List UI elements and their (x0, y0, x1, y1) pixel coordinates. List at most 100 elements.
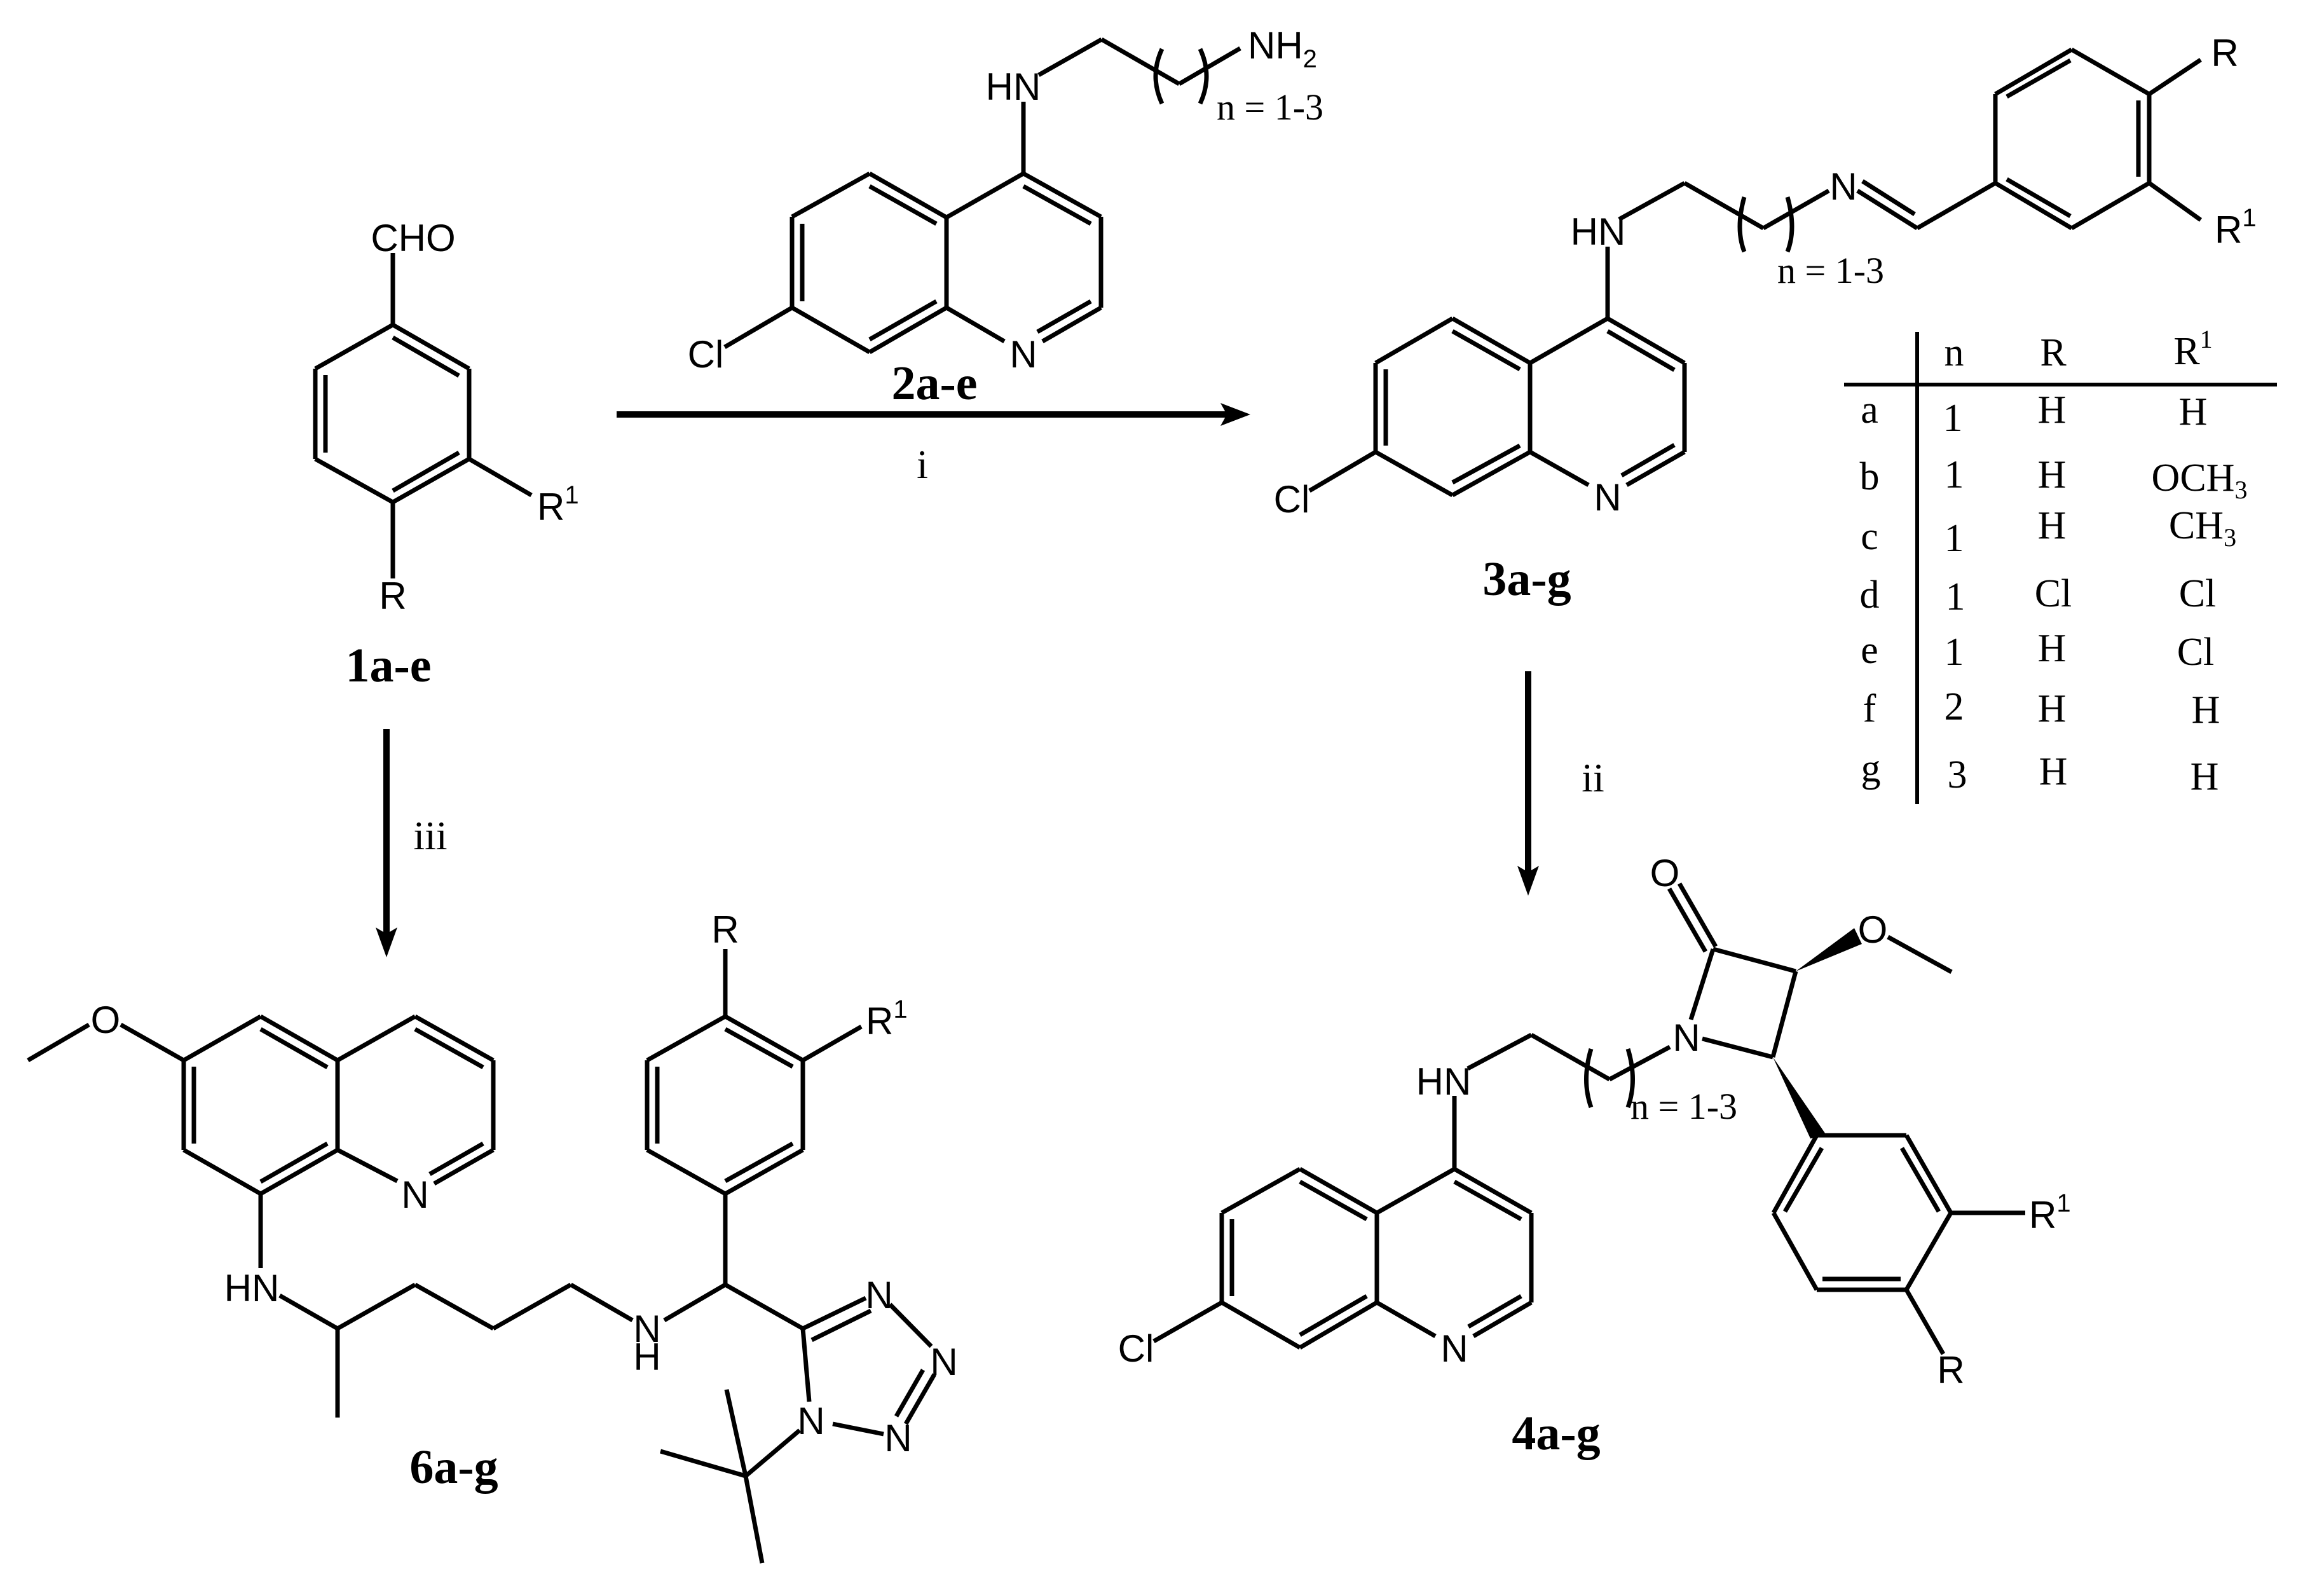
compound-label-6a-g: 6a-g (409, 1440, 498, 1494)
wedge-bond-methoxy (1796, 928, 1862, 971)
imine-n: N (1829, 165, 1857, 208)
chloro-group: Cl (688, 333, 724, 376)
row-n: 2 (1945, 685, 1964, 728)
row-r1: OCH3 (2152, 456, 2248, 504)
compound-label-4a-g: 4a-g (1512, 1407, 1600, 1460)
compound-label-1a-e: 1a-e (345, 639, 431, 692)
n-range-label: n = 1-3 (1630, 1086, 1737, 1127)
table-row: f 2 H H (1863, 685, 2220, 732)
row-id: d (1860, 573, 1880, 617)
row-n: 1 (1945, 453, 1964, 496)
row-r1: H (2191, 755, 2219, 798)
arrowhead-icon (376, 927, 397, 957)
r-substituent: R (379, 575, 406, 617)
quinoline-n: N (1440, 1327, 1468, 1370)
quinoline-n: N (401, 1173, 428, 1216)
tetrazole-n4: N (865, 1274, 892, 1316)
row-id: f (1863, 687, 1876, 730)
r-substituent: R (711, 908, 739, 951)
compound-1a-e: CHO R1 R 1a-e (313, 217, 579, 692)
table-header-r: R (2040, 331, 2067, 374)
tetrazole-n3: N (930, 1341, 957, 1383)
table-header-n: n (1945, 331, 1964, 374)
condition-ii: ii (1582, 755, 1604, 800)
table-row: e 1 H Cl (1861, 627, 2214, 674)
n-range-label: n = 1-3 (1777, 250, 1884, 291)
table-row: g 3 H H (1861, 747, 2219, 798)
tetrazole-n1: N (797, 1400, 824, 1442)
row-r: H (2038, 504, 2067, 547)
reaction-arrow-ii: ii (1517, 671, 1604, 896)
cho-group: CHO (371, 217, 455, 259)
condition-iii: iii (413, 813, 447, 858)
amine-n: N (633, 1308, 660, 1350)
compound-6a-g: O N HN N H R R1 N N N N 6a-g (27, 908, 958, 1564)
n-range-label: n = 1-3 (1217, 86, 1323, 128)
condition-i: i (917, 442, 928, 487)
r-substituent: R (1937, 1349, 1964, 1391)
row-r1: CH3 (2169, 504, 2236, 552)
quinoline-n: N (1594, 476, 1621, 519)
compound-3a-g: HN N n = 1-3 R R1 N Cl 3a-g (1274, 32, 2257, 606)
compound-label-2a-e: 2a-e (891, 357, 977, 410)
table-row: d 1 Cl Cl (1860, 572, 2217, 619)
r-substituent: R (2211, 32, 2238, 74)
compound-2a-e: HN NH2 n = 1-3 N Cl 2a-e (688, 24, 1323, 410)
row-r1: H (2192, 688, 2220, 732)
r1-substituent: R1 (2029, 1189, 2071, 1236)
hn-group: HN (1571, 210, 1626, 253)
imine-bonds (1308, 47, 2203, 498)
beta-lactam-bonds (1152, 882, 2025, 1355)
row-r: H (2039, 750, 2068, 793)
tetrazole-product-bonds (27, 949, 937, 1564)
chloro-group: Cl (1274, 478, 1310, 521)
compound-label-3a-g: 3a-g (1482, 552, 1571, 606)
row-r: H (2038, 453, 2067, 496)
benzaldehyde-bonds (313, 253, 533, 578)
row-r1: H (2179, 390, 2208, 434)
table-row: b 1 H OCH3 (1860, 453, 2248, 504)
row-r1: Cl (2177, 631, 2215, 674)
r1-substituent: R1 (866, 995, 908, 1042)
lactam-n: N (1672, 1016, 1700, 1059)
r1-substituent: R1 (537, 481, 579, 528)
arrowhead-icon (1517, 866, 1539, 896)
hn-group: HN (224, 1267, 280, 1309)
aminoquinoline-bonds (723, 37, 1241, 355)
table-row: c 1 H CH3 (1861, 504, 2236, 560)
reaction-arrow-iii: iii (376, 729, 448, 957)
table-header-r1: R1 (2173, 325, 2212, 373)
quinoline-n: N (1009, 333, 1037, 376)
arrowhead-icon (1220, 403, 1250, 426)
compound-4a-g: O O N HN n = 1-3 R1 R N Cl 4a-g (1118, 852, 2071, 1460)
hn-group: HN (986, 65, 1041, 108)
row-n: 1 (1943, 397, 1963, 440)
table-row: a 1 H H (1861, 388, 2207, 440)
row-n: 1 (1945, 631, 1964, 674)
row-id: g (1861, 747, 1881, 790)
carbonyl-o: O (1650, 852, 1680, 894)
row-id: c (1861, 515, 1878, 558)
r1-substituent: R1 (2215, 204, 2257, 251)
row-n: 3 (1948, 753, 1967, 796)
row-n: 1 (1946, 575, 1965, 619)
row-r: H (2038, 687, 2067, 730)
nh2-group: NH2 (1248, 24, 1317, 73)
methoxy-o: O (1858, 908, 1888, 951)
row-id: a (1861, 388, 1878, 432)
row-r: Cl (2035, 572, 2072, 615)
row-r1: Cl (2179, 572, 2217, 615)
row-r: H (2038, 388, 2067, 432)
row-id: b (1860, 455, 1880, 498)
substituent-table: n R R1 a 1 H H b 1 H OCH3 c 1 H CH3 d 1 … (1844, 325, 2277, 804)
tetrazole-n2: N (884, 1417, 912, 1459)
row-n: 1 (1945, 517, 1964, 560)
reaction-arrow-i: i (617, 403, 1250, 487)
hn-group: HN (1416, 1060, 1472, 1103)
amine-h: H (633, 1336, 660, 1378)
methoxy-o: O (91, 999, 121, 1041)
row-id: e (1861, 629, 1878, 672)
chloro-group: Cl (1118, 1327, 1154, 1370)
wedge-bond-aryl (1773, 1057, 1826, 1138)
